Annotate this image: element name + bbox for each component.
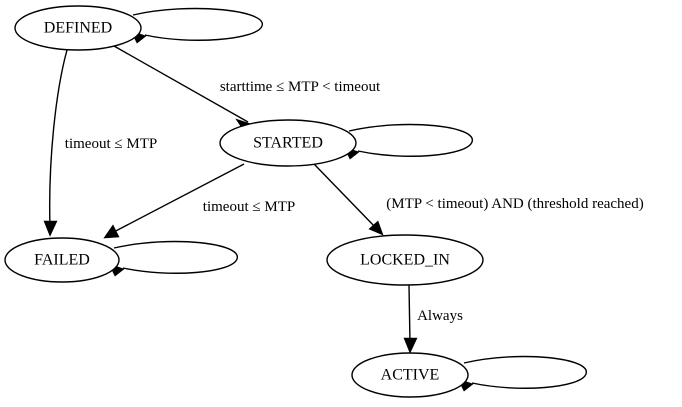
edge-started-to-failed[interactable] [103,163,245,239]
started-to-locked-in-path [313,163,378,230]
edge-label-defined-to-started: starttime ≤ MTP < timeout [220,79,381,95]
active-ellipse [351,352,469,398]
edge-label-locked-in-to-active: Always [417,308,463,324]
edge-defined-to-failed[interactable] [43,49,68,237]
defined-to-started-path [113,45,249,123]
edge-label-started-to-failed: timeout ≤ MTP [203,199,295,215]
locked-in-to-active-path [408,284,411,345]
node-failed[interactable]: FAILED [4,237,120,283]
started-to-failed-arrowhead [103,224,120,239]
node-defined[interactable]: DEFINED [14,5,142,51]
started-self-loop-path [348,123,473,157]
edge-started-to-locked-in[interactable] [313,163,384,236]
failed-self-loop-path [113,240,238,274]
defined-to-failed-path [49,49,68,229]
started-label: STARTED [253,135,323,152]
edge-label-defined-to-failed: timeout ≤ MTP [65,136,157,152]
failed-label: FAILED [34,252,90,269]
locked-in-label: LOCKED_IN [360,252,450,269]
edge-defined-self-loop[interactable] [130,7,263,44]
defined-label: DEFINED [44,20,112,37]
started-to-locked-in-arrowhead [368,220,384,236]
edge-started-self-loop[interactable] [343,123,473,160]
edge-failed-self-loop[interactable] [108,240,238,277]
failed-ellipse [4,237,120,283]
started-to-failed-path [109,163,245,235]
locked-in-ellipse [326,234,484,286]
defined-to-failed-arrowhead [43,220,58,237]
defined-self-loop-path [132,7,263,41]
active-self-loop-path [463,355,587,389]
started-ellipse [219,119,357,167]
locked-in-to-active-arrowhead [403,337,418,354]
defined-ellipse [14,5,142,51]
node-started[interactable]: STARTED [219,119,357,167]
node-locked-in[interactable]: LOCKED_IN [326,234,484,286]
node-active[interactable]: ACTIVE [351,352,469,398]
active-label: ACTIVE [381,367,440,384]
edge-label-started-to-locked-in: (MTP < timeout) AND (threshold reached) [386,196,643,212]
edge-locked-in-to-active[interactable] [403,284,418,354]
edge-active-self-loop[interactable] [457,355,587,392]
